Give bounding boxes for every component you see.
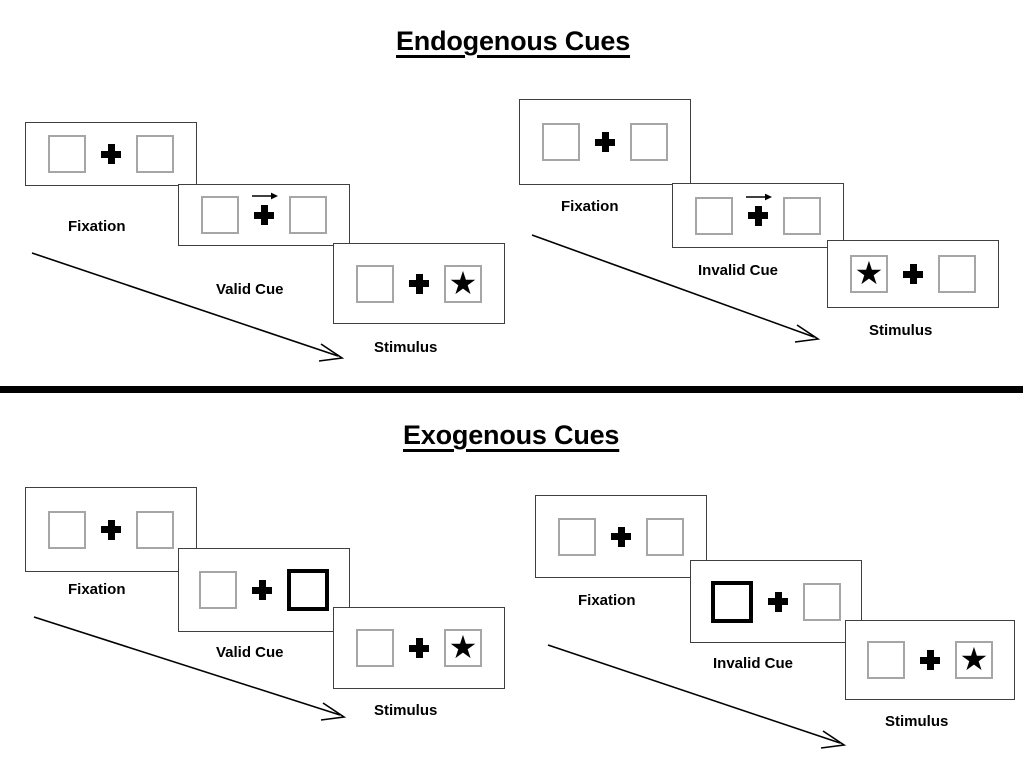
placeholder-box-right [136,510,174,549]
placeholder-box-left [201,196,239,234]
target-box-right: ★ [444,629,482,667]
caption-endogenous-invalid-fixation: Fixation [561,198,619,215]
exogenous-cue-box-right [287,569,329,611]
time-flow-arrow-endogenous-valid [31,252,345,362]
placeholder-box-right [803,582,841,621]
fixation-cross-icon [251,579,273,601]
placeholder-box-right [938,255,976,293]
placeholder-box-left [199,571,237,609]
panel-exogenous-valid-stimulus: ★ [333,607,505,689]
arrow-cue-right-icon [746,193,772,200]
fixation-cross-icon [252,192,278,226]
placeholder-box-right [630,123,668,161]
caption-endogenous-invalid-cue: Invalid Cue [698,262,779,279]
star-target-icon: ★ [448,629,478,665]
caption-exogenous-invalid-fixation: Fixation [578,592,636,609]
placeholder-box-left [356,264,394,303]
panel-exogenous-invalid-stimulus: ★ [845,620,1015,700]
exogenous-cue-box-left [711,580,753,623]
fixation-cross-icon [100,519,122,541]
fixation-cross-icon [610,526,632,548]
caption-exogenous-valid-stimulus: Stimulus [374,702,438,719]
section-title-endogenous: Endogenous Cues [396,26,631,56]
panel-exogenous-valid-fixation [25,487,197,572]
panel-endogenous-invalid-stimulus: ★ [827,240,999,308]
placeholder-box-right [289,196,327,234]
caption-endogenous-valid-cue: Valid Cue [216,281,284,298]
time-flow-arrow-exogenous-valid [33,616,347,721]
star-target-icon: ★ [448,264,478,301]
fixation-cross-icon [919,649,941,671]
caption-endogenous-valid-stimulus: Stimulus [374,339,438,356]
placeholder-box-left [558,517,596,556]
target-box-right: ★ [444,264,482,303]
fixation-cross-icon [902,263,924,285]
panel-exogenous-valid-cue [178,548,350,632]
placeholder-box-left [867,641,905,679]
caption-exogenous-invalid-cue: Invalid Cue [713,655,794,672]
panel-endogenous-valid-fixation [25,122,197,186]
panel-exogenous-invalid-fixation [535,495,707,578]
placeholder-box-right [136,135,174,173]
caption-endogenous-invalid-stimulus: Stimulus [869,322,933,339]
placeholder-box-left [48,510,86,549]
placeholder-box-right [646,517,684,556]
panel-endogenous-valid-cue [178,184,350,246]
panel-endogenous-invalid-fixation [519,99,691,185]
caption-exogenous-valid-fixation: Fixation [68,581,126,598]
time-flow-arrow-exogenous-invalid [547,644,847,749]
placeholder-box-left [48,135,86,173]
fixation-cross-icon [408,273,430,295]
section-title-exogenous: Exogenous Cues [403,420,620,450]
placeholder-box-left [542,123,580,161]
section-divider [0,386,1023,393]
fixation-cross-icon [746,193,772,227]
target-box-left: ★ [850,255,888,293]
star-target-icon: ★ [854,255,884,291]
fixation-cross-icon [408,637,430,659]
placeholder-box-left [356,629,394,667]
fixation-cross-icon [767,591,789,613]
placeholder-box-right [783,196,821,235]
placeholder-box-left [695,196,733,235]
arrow-cue-right-icon [252,192,278,200]
fixation-cross-icon [594,131,616,153]
caption-exogenous-valid-cue: Valid Cue [216,644,284,661]
fixation-cross-icon [100,143,122,165]
target-box-right: ★ [955,641,993,679]
caption-endogenous-valid-fixation: Fixation [68,218,126,235]
time-flow-arrow-endogenous-invalid [531,234,821,343]
panel-endogenous-valid-stimulus: ★ [333,243,505,324]
star-target-icon: ★ [959,641,989,677]
caption-exogenous-invalid-stimulus: Stimulus [885,713,949,730]
panel-exogenous-invalid-cue [690,560,862,643]
